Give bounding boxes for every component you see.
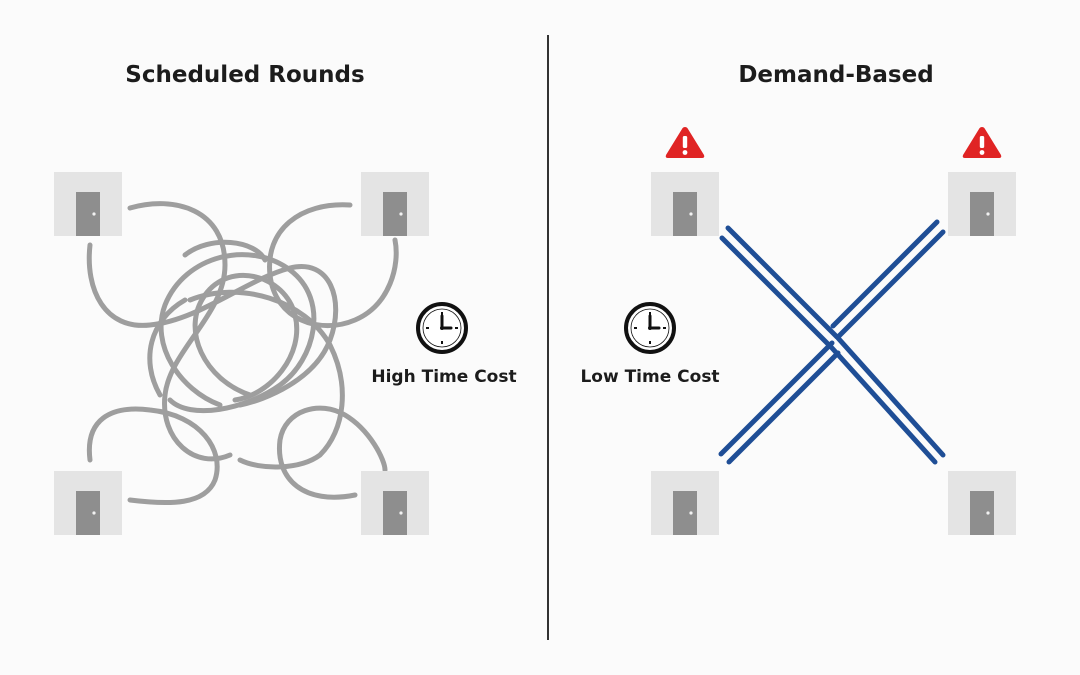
room-top-left	[651, 172, 719, 236]
room-bottom-left	[651, 471, 719, 535]
room-top-right	[361, 172, 429, 236]
room-bottom-right	[361, 471, 429, 535]
high-time-cost-label: High Time Cost	[371, 367, 517, 387]
room-bottom-right	[948, 471, 1016, 535]
demand-routes	[718, 219, 946, 465]
alert-icon	[962, 127, 1002, 158]
room-top-right	[948, 172, 1016, 236]
low-time-cost-label: Low Time Cost	[580, 367, 720, 387]
room-top-left	[54, 172, 122, 236]
scheduled-routes	[86, 201, 399, 506]
clock-icon	[624, 302, 676, 354]
clock-icon	[416, 302, 468, 354]
room-bottom-left	[54, 471, 122, 535]
scheduled-rounds-title: Scheduled Rounds	[125, 62, 365, 88]
alert-icon	[665, 127, 705, 158]
demand-based-title: Demand-Based	[738, 62, 934, 88]
